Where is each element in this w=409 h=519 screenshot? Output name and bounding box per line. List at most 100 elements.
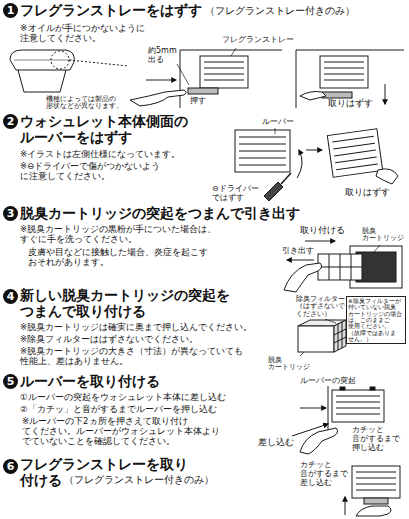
- callout-label: 取りはずす: [328, 99, 375, 109]
- note-text: 皮膚や目などに接触した場合、炎症を起こす おそれがあります。: [28, 248, 210, 268]
- step-number-circle: 3: [3, 206, 18, 221]
- callout-label: 取りはずす: [345, 188, 392, 198]
- louver-attach-illustration: [300, 428, 338, 454]
- note-text: ※オイルが手につかないように 注意してください。: [20, 23, 147, 44]
- louver-removal-illustration: [327, 129, 382, 178]
- callout-label: フレグランストレー: [222, 36, 296, 45]
- louver-removal-illustration: [281, 173, 291, 184]
- note-text: ①ルーバーの突起をウォシュレット本体に差し込む: [20, 393, 228, 403]
- step-number: 6: [7, 461, 15, 472]
- tray-press-illustration: [200, 56, 248, 88]
- cartridge-pull-illustration: [287, 260, 314, 261]
- tray-press-illustration: [180, 50, 282, 108]
- tray-press-illustration: [188, 88, 218, 94]
- tray-press-illustration: [177, 64, 189, 85]
- louver-removal-illustration: [376, 169, 398, 184]
- toilet-illustration: [14, 60, 72, 61]
- louver-removal-illustration: [333, 143, 375, 149]
- tray-remove-illustration: [296, 50, 404, 108]
- callout-label: 除臭フィルター （はずさないで ください）: [296, 296, 347, 318]
- cartridge-illustration: [325, 319, 336, 323]
- tray-press-illustration: [204, 74, 244, 75]
- step-number-circle: 1: [3, 3, 18, 18]
- note-text: ※除臭フィルターははずさないでください。: [20, 335, 201, 345]
- tray-insert-illustration: [356, 490, 396, 491]
- louver-attach-illustration: [332, 390, 384, 422]
- louver-removal-illustration: [239, 137, 286, 138]
- step-heading: フレグランストレーをはずす: [20, 2, 204, 18]
- cartridge-pull-illustration: [284, 263, 322, 292]
- step-subtitle: （フレグランストレー付きのみ）: [64, 475, 216, 486]
- callout-label: 約5mm 出る: [148, 46, 179, 64]
- louver-removal-illustration: [239, 158, 286, 159]
- note-text: ※⊖ドライバーで傷がつかないよう に注意してください。: [20, 162, 163, 182]
- tray-press-illustration: [204, 68, 244, 69]
- note-text: 機種によっては製品の 形状などが異なります。: [46, 96, 125, 111]
- louver-attach-illustration: [336, 396, 380, 397]
- step-number-circle: 4: [3, 289, 18, 304]
- step-heading: ウォシュレット本体側面の ルーバーをはずす: [20, 113, 190, 145]
- tray-remove-illustration: [300, 92, 326, 101]
- cartridge-illustration: [334, 320, 346, 352]
- step-number: 3: [7, 208, 15, 219]
- louver-removal-illustration: [239, 151, 286, 152]
- tray-remove-illustration: [296, 50, 404, 108]
- cartridge-illustration: [298, 326, 334, 352]
- step-heading: 新しい脱臭カートリッジの突起を つまんで取り付ける: [20, 287, 232, 319]
- toilet-illustration: [10, 50, 128, 92]
- louver-removal-illustration: [235, 130, 290, 172]
- cartridge-illustration: [338, 324, 339, 350]
- louver-removal-illustration: [336, 164, 378, 170]
- note-text: ※脱臭カートリッジは確実に奥まで押し込んでください。: [20, 323, 255, 333]
- louver-attach-illustration: [336, 408, 380, 409]
- tray-insert-illustration: [356, 472, 396, 473]
- tray-remove-illustration: [320, 56, 368, 88]
- tray-remove-illustration: [322, 92, 352, 98]
- louver-removal-illustration: [306, 150, 322, 151]
- step-heading: 脱臭カートリッジの突起をつまんで引き出す: [20, 205, 302, 221]
- louver-attach-illustration: [328, 386, 329, 430]
- cartridge-illustration: [334, 337, 346, 343]
- louver-removal-illustration: [297, 150, 302, 178]
- cartridge-illustration: [342, 322, 343, 348]
- callout-label: カチッと 音がするまで 差し込む: [300, 460, 350, 488]
- cartridge-pull-illustration: [374, 245, 380, 252]
- step-number-circle: 5: [3, 374, 18, 389]
- tray-remove-illustration: [324, 74, 364, 75]
- louver-attach-illustration: [370, 387, 375, 390]
- callout-label: 引き出す: [282, 246, 316, 255]
- callout-label: ⊖ドライバー ではずす: [212, 184, 261, 202]
- illustrations: [10, 48, 404, 516]
- cartridge-pull-illustration: [318, 254, 362, 280]
- step-number-circle: 2: [3, 114, 18, 129]
- note-text: ※脱臭カートリッジの黒粉が手についた場合は、 すぐに手を洗ってください。: [20, 225, 219, 245]
- louver-attach-illustration: [336, 402, 380, 403]
- callout-label: 取り付ける: [300, 226, 347, 236]
- tray-press-illustration: [204, 80, 244, 81]
- cartridge-pull-illustration: [318, 267, 362, 268]
- louver-removal-illustration: [275, 128, 276, 134]
- step-subtitle: （フレグランストレー付きのみ）: [205, 6, 357, 17]
- toilet-illustration: [69, 60, 128, 66]
- tray-remove-illustration: [324, 62, 364, 63]
- callout-label: カチッと 音がするまで 押し込む: [352, 425, 402, 453]
- louver-removal-illustration: [239, 165, 286, 166]
- tray-press-illustration: [130, 90, 186, 106]
- louver-removal-illustration: [239, 144, 286, 145]
- toilet-illustration: [18, 70, 66, 92]
- callout-label: ルーバー: [262, 117, 296, 126]
- callout-label: 押す: [190, 96, 208, 105]
- note-text: ②「カチッ」と音がするまでルーバーを押し込む: [20, 405, 219, 415]
- louver-removal-illustration: [335, 157, 377, 163]
- cartridge-pull-illustration: [305, 241, 335, 242]
- tray-remove-illustration: [324, 68, 364, 69]
- louver-removal-illustration: [327, 129, 382, 178]
- note-text: ※ルーバーの下2ヵ所を押さえて取り付け てください。ルーバーがウォシュレット本体…: [22, 417, 222, 446]
- callout-label: ルーバーの突起: [300, 377, 358, 386]
- cartridge-illustration: [298, 319, 346, 356]
- note-text: ※除臭フィルターが 付いていない脱臭 カートリッジの場合 は、このままご 使用く…: [346, 296, 406, 344]
- callout-label: 差し込む: [258, 438, 296, 448]
- note-text: ※イラストは左側仕様になっています。: [20, 150, 183, 160]
- tray-press-illustration: [231, 48, 236, 56]
- cartridge-illustration: [300, 352, 304, 356]
